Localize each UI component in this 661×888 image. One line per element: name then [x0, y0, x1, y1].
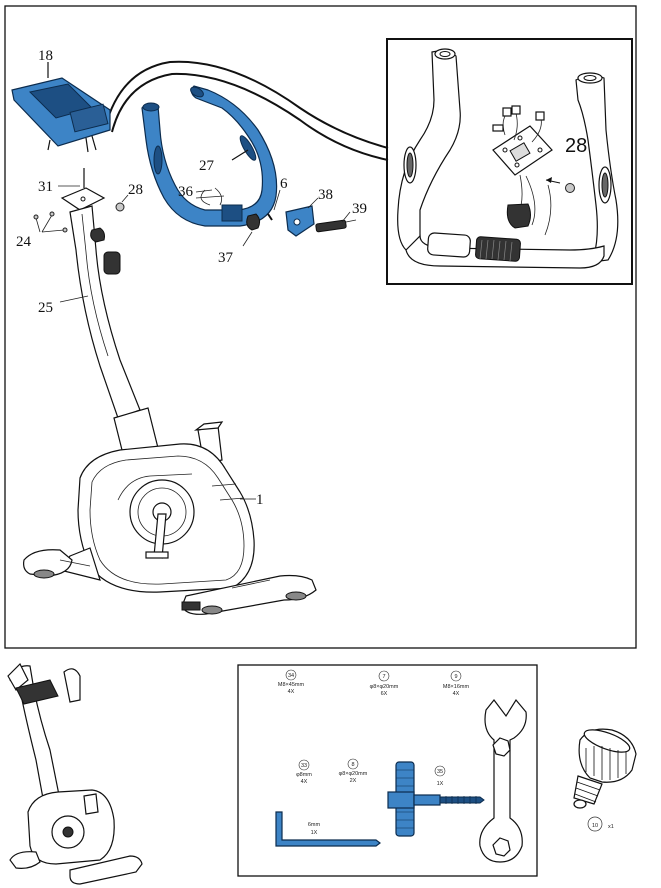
- hw-9-num: 9: [454, 674, 457, 680]
- callout-36: 36: [178, 184, 194, 200]
- console-part-18: [11, 62, 111, 153]
- hw-8-num: 8: [351, 762, 354, 768]
- hw-7-spec: φ8×φ20mm: [370, 684, 399, 690]
- callout-28-detail: 28: [565, 135, 587, 157]
- hw-33-qty: 4X: [301, 779, 308, 785]
- hw-35-qty: 1X: [437, 781, 444, 787]
- screw-part-28: [115, 194, 129, 212]
- hardware-box: 34 M8×45mm 4X 7 φ8×φ20mm 6X 9 M8×16mm 4X…: [237, 664, 538, 877]
- screw-part-24: [33, 211, 68, 233]
- hw-33-num: 33: [301, 763, 307, 769]
- knob-qty: x1: [608, 824, 614, 830]
- clamp-part-37: [242, 213, 261, 247]
- hw-35-num: 35: [437, 769, 443, 775]
- knob-part-10: [573, 728, 637, 832]
- callout-18: 18: [38, 48, 53, 64]
- callout-28: 28: [128, 182, 143, 198]
- detail-link-curve-inner: [111, 72, 389, 161]
- knob-num: 10: [592, 823, 598, 829]
- hw-8-qty: 2X: [350, 778, 357, 784]
- hw-34-qty: 4X: [288, 689, 295, 695]
- screw-part-6: [267, 189, 281, 221]
- allen-qty: 1X: [311, 830, 318, 836]
- hw-33-spec: φ8mm: [296, 772, 312, 778]
- hw-9-spec: M8×16mm: [443, 684, 470, 690]
- callout-37: 37: [218, 250, 234, 266]
- callout-38: 38: [318, 187, 333, 203]
- main-frame: [4, 5, 637, 649]
- connector-part-39: [315, 211, 357, 233]
- cover-part-38: [285, 197, 319, 237]
- callout-6: 6: [280, 176, 288, 192]
- callout-24: 24: [16, 234, 32, 250]
- hw-34-num: 34: [288, 673, 294, 679]
- assembled-bike-thumbnail: [7, 662, 143, 885]
- hw-34-spec: M8×45mm: [278, 682, 305, 688]
- callout-31: 31: [38, 179, 53, 195]
- hw-7-qty: 6X: [381, 691, 388, 697]
- callout-27: 27: [199, 158, 215, 174]
- detail-link-curve: [104, 60, 389, 149]
- bike-frame: [23, 205, 317, 615]
- handlebar-part-27: [141, 85, 278, 227]
- wire-part-36: [195, 189, 225, 199]
- callout-39: 39: [352, 201, 367, 217]
- plate-part-31: [58, 168, 106, 211]
- callout-1: 1: [256, 492, 264, 508]
- hw-9-qty: 4X: [453, 691, 460, 697]
- callout-25: 25: [38, 300, 53, 316]
- hw-7-num: 7: [382, 674, 385, 680]
- allen-spec: 6mm: [308, 822, 321, 828]
- hw-8-spec: φ8×φ20mm: [339, 771, 368, 777]
- handlebar-detail-inset: 28: [386, 38, 633, 285]
